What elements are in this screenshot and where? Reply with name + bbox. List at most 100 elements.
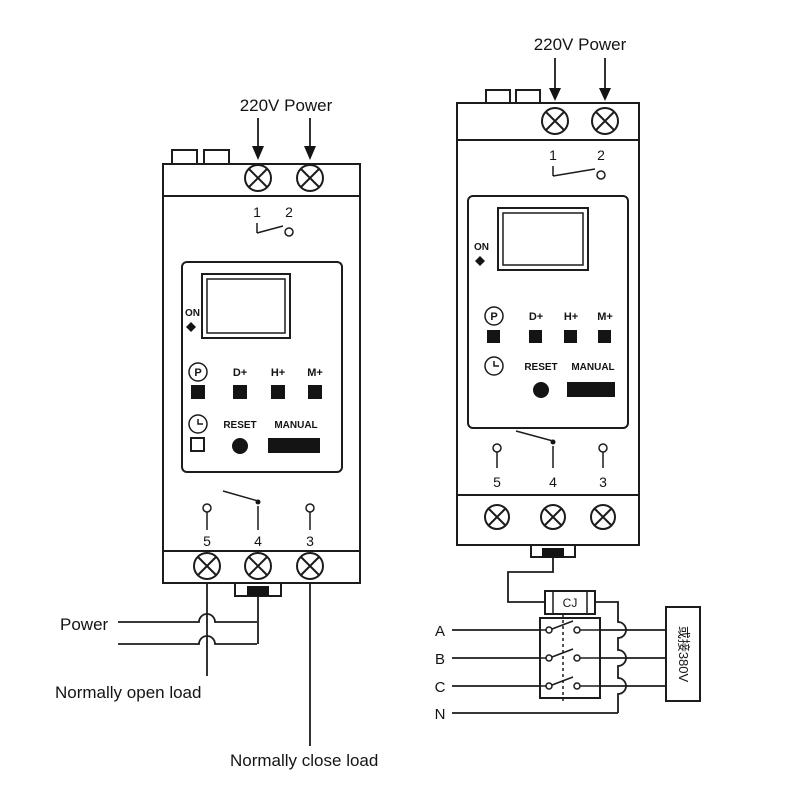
clock-button[interactable] — [190, 437, 205, 452]
manual-label: MANUAL — [274, 420, 317, 431]
alt-load: 或接380V — [665, 606, 701, 702]
top-screw-terminals — [163, 164, 360, 197]
on-indicator-label: ON — [474, 242, 489, 253]
bottom-screw-terminals — [163, 550, 360, 580]
right-power-label: 220V Power — [534, 35, 627, 54]
left-wiring: Power Normally open load Normally close … — [55, 583, 378, 770]
mounting-tab — [515, 89, 541, 104]
reset-button[interactable] — [232, 438, 248, 454]
terminal-1-label: 1 — [549, 147, 557, 163]
screw-terminal — [590, 504, 616, 530]
mounting-tab — [203, 149, 230, 165]
on-indicator-label: ON — [185, 308, 200, 319]
screw-terminal — [296, 552, 324, 580]
d-plus-button[interactable] — [233, 385, 247, 399]
manual-button[interactable] — [268, 438, 320, 453]
arrow-down-icon — [599, 88, 611, 101]
right-device: 220V Power 1 2 ON P — [456, 35, 640, 558]
contactor-contacts — [539, 614, 601, 702]
phase-c-label: C — [435, 679, 446, 696]
indicator-diamond-icon — [475, 256, 485, 266]
terminal-1-label: 1 — [253, 204, 261, 220]
m-plus-label: M+ — [597, 311, 613, 323]
left-power-label: 220V Power — [240, 96, 333, 115]
indicator-diamond-icon — [186, 322, 196, 332]
m-plus-label: M+ — [307, 367, 323, 379]
terminal-3-label: 3 — [306, 533, 314, 549]
normally-open-load-label: Normally open load — [55, 683, 201, 702]
p-button-icon[interactable] — [484, 306, 504, 326]
clock-icon — [484, 356, 504, 376]
arrow-down-icon — [252, 146, 264, 160]
power-wire-label: Power — [60, 615, 109, 634]
button-row-2: RESET MANUAL — [484, 356, 615, 398]
terminal-4-label: 4 — [254, 533, 262, 549]
phase-a-label: A — [435, 623, 445, 640]
reset-label: RESET — [223, 420, 256, 431]
mounting-tab — [485, 89, 511, 104]
phase-output-wires — [600, 629, 666, 687]
power-line-1 — [118, 613, 257, 623]
input-switch-symbol: 1 2 — [549, 147, 606, 180]
terminal-2-label: 2 — [597, 147, 605, 163]
power-line-2 — [118, 635, 257, 645]
screw-terminal — [540, 504, 566, 530]
h-plus-button[interactable] — [271, 385, 285, 399]
terminal-5-label: 5 — [203, 533, 211, 549]
d-plus-label: D+ — [529, 311, 543, 323]
right-wiring: CJ A B C N — [435, 557, 701, 723]
screw-terminal — [193, 552, 221, 580]
relay-switch-symbol: 5 4 3 — [202, 490, 315, 549]
phase-input-wires — [452, 629, 540, 687]
terminal-2-label: 2 — [285, 204, 293, 220]
manual-label: MANUAL — [571, 362, 614, 373]
lcd-display-inner — [502, 212, 584, 266]
reset-label: RESET — [524, 362, 557, 373]
h-plus-label: H+ — [271, 367, 285, 379]
button-row-1: P D+ H+ M+ — [188, 362, 323, 399]
normally-close-load-label: Normally close load — [230, 751, 378, 770]
arrow-down-icon — [304, 146, 316, 160]
p-button-label: P — [194, 367, 201, 379]
relay-switch-symbol: 5 4 3 — [492, 430, 608, 490]
m-plus-button[interactable] — [598, 330, 611, 343]
terminal-4-label: 4 — [549, 474, 557, 490]
manual-button[interactable] — [567, 382, 615, 397]
lcd-display — [497, 207, 589, 271]
right-power-arrows — [549, 58, 611, 101]
alt-load-box — [665, 606, 701, 702]
screw-terminal — [541, 107, 569, 135]
din-clip-latch — [542, 548, 564, 558]
neutral-label: N — [435, 706, 446, 723]
contactor-coil-label: CJ — [563, 596, 578, 610]
terminal-3-label: 3 — [599, 474, 607, 490]
m-plus-button[interactable] — [308, 385, 322, 399]
front-panel — [467, 195, 629, 429]
phase-lines: A B C N — [435, 623, 618, 723]
p-button[interactable] — [191, 385, 205, 399]
d-plus-label: D+ — [233, 367, 247, 379]
device-body — [456, 102, 640, 546]
coil-feed-wire — [507, 557, 554, 603]
h-plus-button[interactable] — [564, 330, 577, 343]
screw-terminal — [296, 164, 324, 192]
p-button[interactable] — [487, 330, 500, 343]
alt-load-label: 或接380V — [676, 626, 691, 683]
p-button-label: P — [490, 311, 497, 323]
screw-terminal — [591, 107, 619, 135]
p-button-icon[interactable] — [188, 362, 208, 382]
reset-button[interactable] — [533, 382, 549, 398]
contactor-coil: CJ — [544, 590, 596, 615]
screw-terminal — [244, 164, 272, 192]
device-body — [162, 163, 361, 584]
arrow-down-icon — [549, 88, 561, 101]
left-power-arrows — [252, 118, 316, 160]
din-clip-latch — [247, 586, 269, 596]
lcd-display-inner — [206, 278, 286, 334]
clock-icon — [188, 414, 208, 434]
bottom-screw-terminals — [457, 494, 639, 530]
d-plus-button[interactable] — [529, 330, 542, 343]
screw-terminal — [244, 552, 272, 580]
terminal-5-label: 5 — [493, 474, 501, 490]
